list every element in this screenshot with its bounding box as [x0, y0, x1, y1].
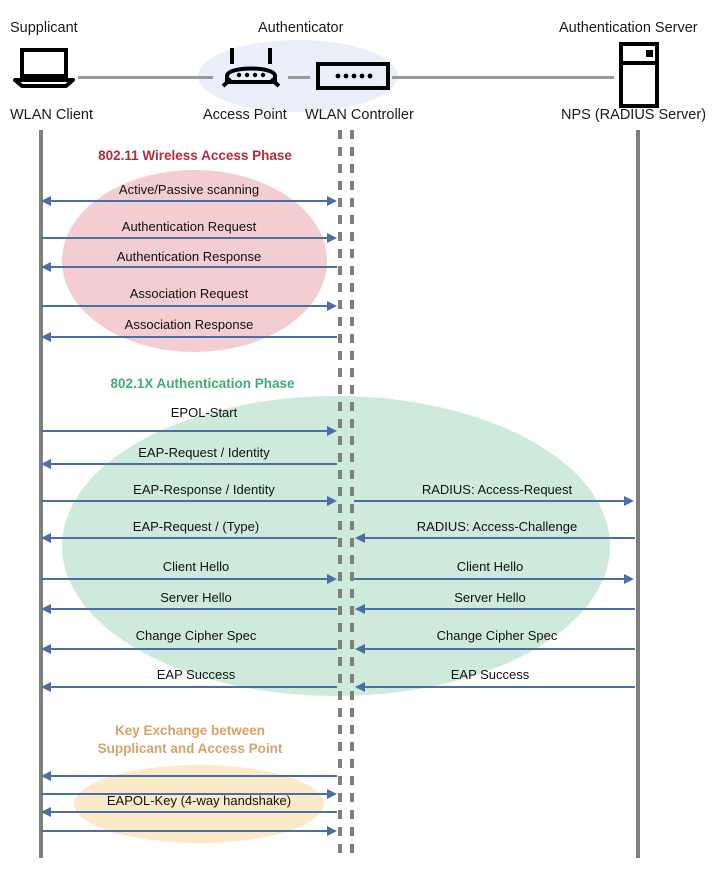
message-label-left-4: Association Response [124, 317, 254, 332]
message-label-right-3: Server Hello [454, 590, 526, 605]
message-arrow-left-14 [41, 793, 329, 795]
arrow-head-right-5 [355, 682, 365, 692]
message-label-left-8: EAP-Request / (Type) [132, 519, 260, 534]
message-label-left-0: Active/Passive scanning [118, 182, 260, 197]
message-arrow-left-16 [41, 830, 329, 832]
arrow-head-left-11 [41, 644, 51, 654]
link-client-ap [78, 76, 213, 79]
message-arrow-right-0 [354, 500, 626, 502]
wireless-router-icon [215, 46, 287, 95]
message-arrow-left-2 [49, 266, 337, 268]
arrow-head-left-14 [327, 789, 337, 799]
message-label-right-4: Change Cipher Spec [436, 628, 558, 643]
message-arrow-right-1 [363, 537, 635, 539]
message-label-left-1: Authentication Request [121, 219, 257, 234]
arrow-head-right-0 [624, 496, 634, 506]
lifeline-wlan-controller [350, 130, 354, 858]
arrow-head-left-4 [41, 332, 51, 342]
message-label-right-0: RADIUS: Access-Request [421, 482, 573, 497]
phase-label-80211: 802.11 Wireless Access Phase [98, 148, 292, 163]
arrow-head-left-9 [327, 574, 337, 584]
lifeline-supplicant [39, 130, 43, 858]
arrow-head-left-7 [327, 496, 337, 506]
arrow-head-left-6 [41, 459, 51, 469]
arrow-head-left-16 [327, 826, 337, 836]
arrow-head-right-3 [355, 604, 365, 614]
phase-label-8021x: 802.1X Authentication Phase [110, 376, 295, 391]
lifeline-radius-server [636, 130, 640, 858]
message-label-left-3: Association Request [129, 286, 249, 301]
network-controller-icon [316, 62, 390, 95]
link-ap-controller [288, 76, 310, 79]
actor-name-nps-radius: NPS (RADIUS Server) [561, 107, 707, 123]
message-arrow-right-3 [363, 608, 635, 610]
message-arrow-left-0 [49, 200, 329, 202]
message-label-left-2: Authentication Response [116, 249, 262, 264]
message-label-left-11: Change Cipher Spec [135, 628, 257, 643]
link-controller-server [392, 76, 614, 79]
message-arrow-left-9 [41, 578, 329, 580]
arrow-head-left-2 [41, 262, 51, 272]
message-arrow-left-6 [49, 463, 337, 465]
arrow-head-left-8 [41, 533, 51, 543]
laptop-icon [13, 48, 75, 93]
phase-blob-8021x [62, 396, 610, 696]
arrow-head-right-4 [355, 644, 365, 654]
message-arrow-left-10 [49, 608, 337, 610]
arrow-head-right-2 [624, 574, 634, 584]
lifeline-access-point [338, 130, 342, 858]
arrow-head-left-0b [327, 196, 337, 206]
arrow-head-left-3 [327, 301, 337, 311]
arrow-head-left-13 [41, 771, 51, 781]
actor-name-wlan-client: WLAN Client [10, 107, 93, 123]
message-label-left-5: EPOL-Start [170, 405, 238, 420]
message-label-right-2: Client Hello [456, 559, 524, 574]
arrow-head-left-10 [41, 604, 51, 614]
message-arrow-left-7 [41, 500, 329, 502]
server-tower-icon [618, 42, 660, 113]
message-label-left-10: Server Hello [160, 590, 232, 605]
actor-name-wlan-controller: WLAN Controller [305, 107, 414, 123]
message-label-left-15: EAPOL-Key (4-way handshake) [106, 793, 292, 808]
arrow-head-right-1 [355, 533, 365, 543]
actor-role-auth-server: Authentication Server [559, 20, 698, 36]
arrow-head-left-5 [327, 426, 337, 436]
message-arrow-left-11 [49, 648, 337, 650]
arrow-head-left-12 [41, 682, 51, 692]
message-arrow-left-1 [41, 237, 329, 239]
message-arrow-left-15 [49, 811, 337, 813]
message-label-right-1: RADIUS: Access-Challenge [416, 519, 578, 534]
message-arrow-right-2 [354, 578, 626, 580]
actor-role-supplicant: Supplicant [10, 20, 78, 36]
message-arrow-left-5 [41, 430, 329, 432]
message-label-left-12: EAP Success [156, 667, 236, 682]
arrow-head-left-0a [41, 196, 51, 206]
message-arrow-left-3 [41, 305, 329, 307]
actor-name-access-point: Access Point [203, 107, 287, 123]
message-arrow-left-12 [49, 686, 337, 688]
message-arrow-right-5 [363, 686, 635, 688]
actor-role-authenticator: Authenticator [258, 20, 344, 36]
message-arrow-left-13 [49, 775, 337, 777]
message-label-left-7: EAP-Response / Identity [133, 482, 275, 497]
message-label-right-5: EAP Success [450, 667, 530, 682]
arrow-head-left-15 [41, 807, 51, 817]
message-arrow-left-4 [49, 336, 337, 338]
message-label-left-6: EAP-Request / Identity [138, 445, 270, 460]
message-label-left-9: Client Hello [162, 559, 230, 574]
message-arrow-right-4 [363, 648, 635, 650]
arrow-head-left-1 [327, 233, 337, 243]
message-arrow-left-8 [49, 537, 337, 539]
phase-label-key-exchange: Key Exchange between Supplicant and Acce… [97, 723, 283, 756]
